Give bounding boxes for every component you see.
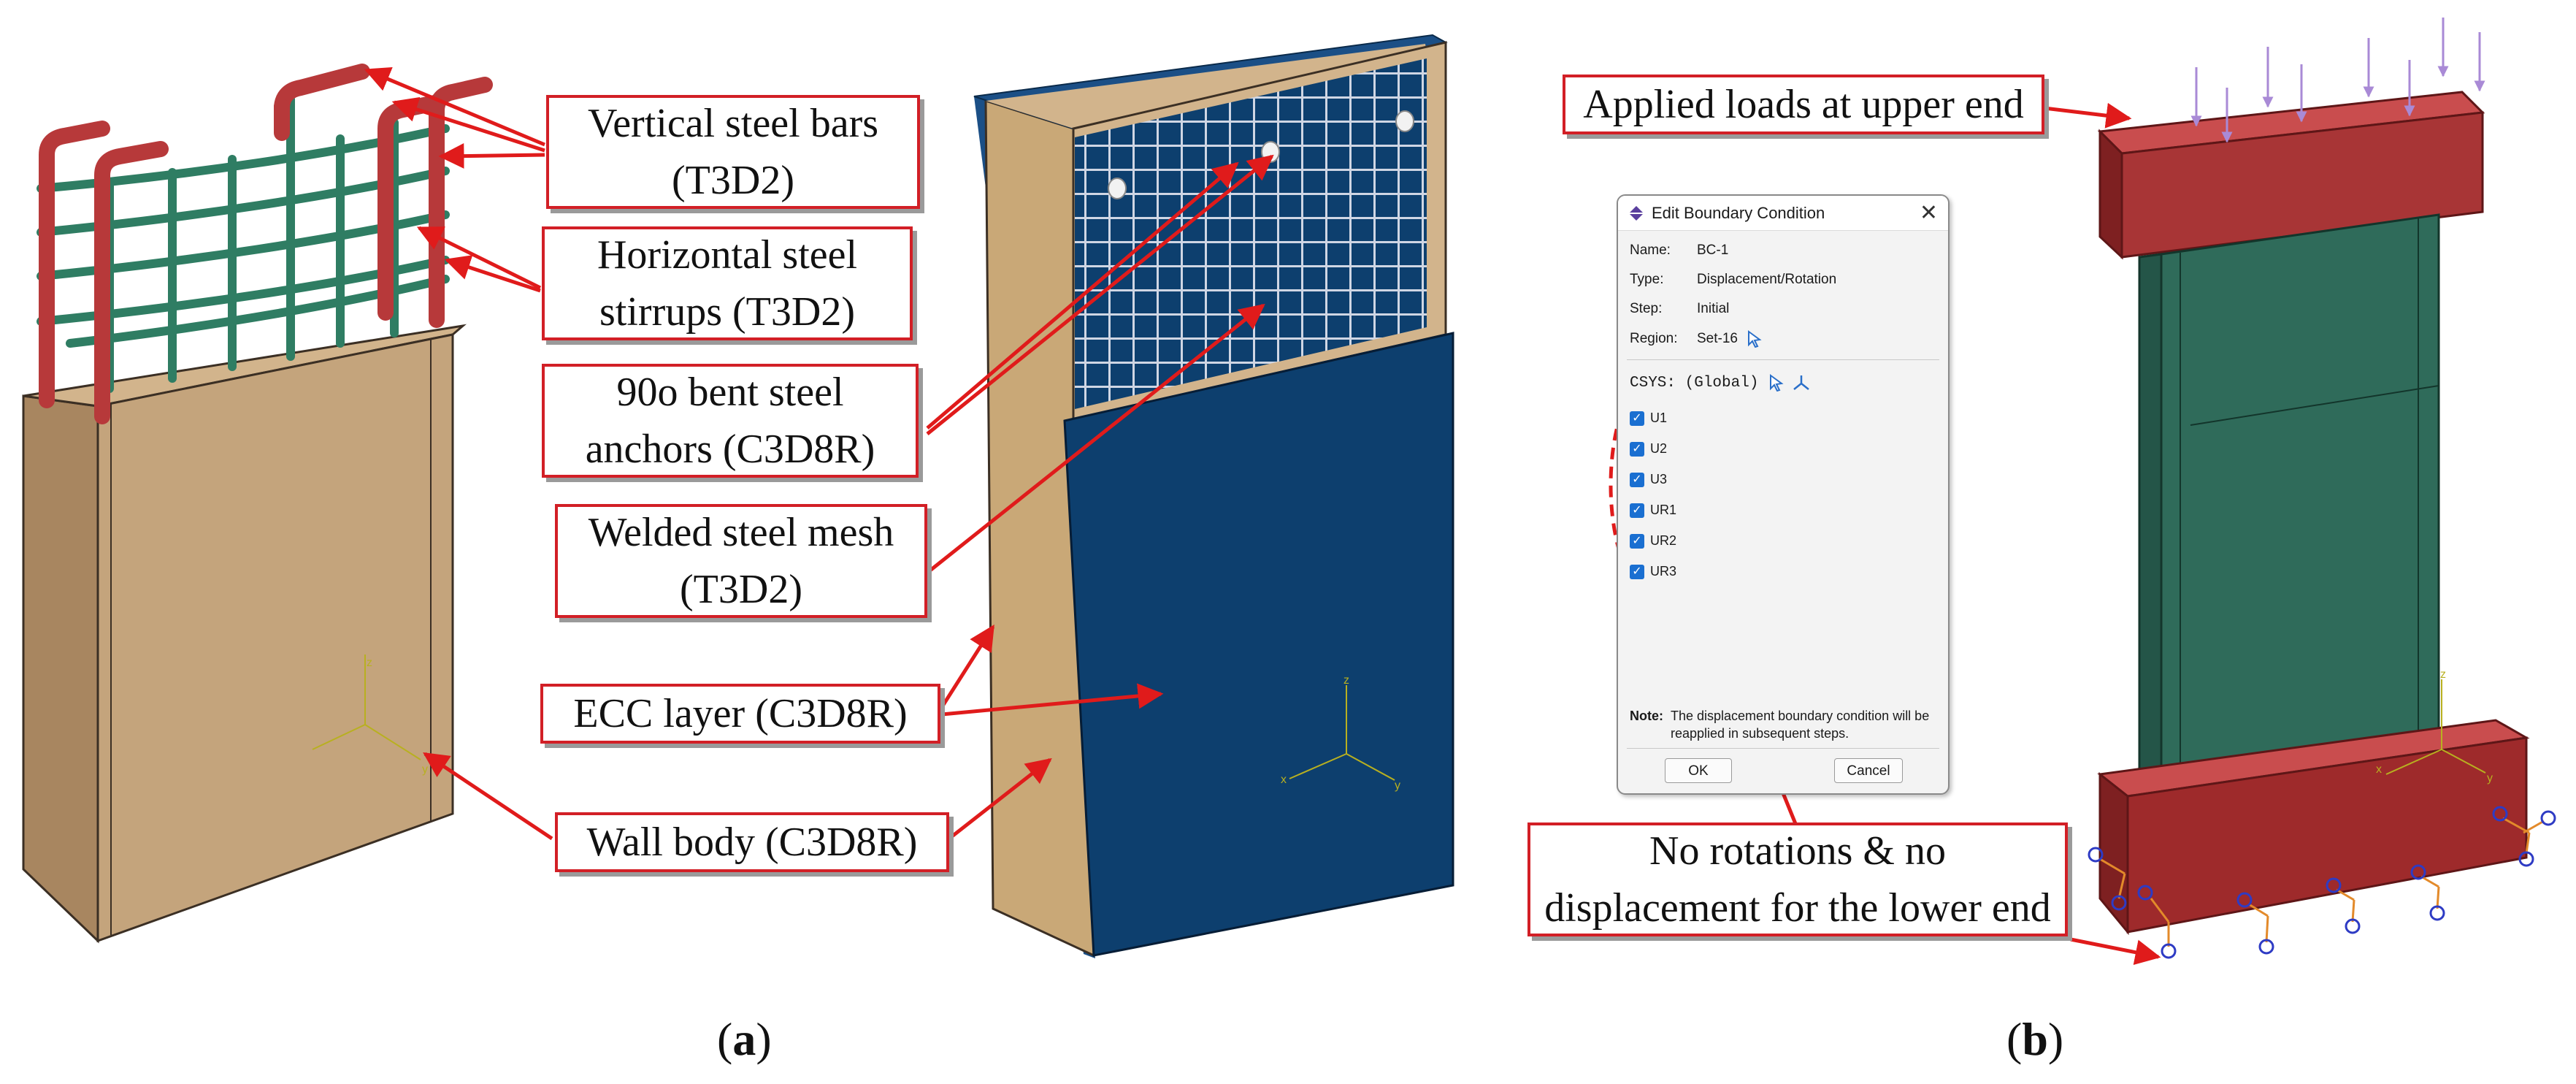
axis-y-label-right: y	[2487, 772, 2493, 785]
csys-label: CSYS: (Global)	[1630, 374, 1811, 392]
checkbox-checked-icon[interactable]: ✓	[1630, 564, 1644, 579]
field-region-value: Set-16	[1697, 331, 1738, 346]
panel-label-a: (a)	[717, 1013, 772, 1065]
dof-u3-label: U3	[1650, 472, 1668, 486]
callout-horizontal-stirrups: Horizontal steel stirrups (T3D2)	[542, 226, 913, 340]
dialog-separator	[1627, 359, 1939, 360]
field-name-value: BC-1	[1697, 243, 1729, 258]
axis-x-label-middle: x	[1281, 774, 1287, 786]
wall-body-left	[22, 324, 467, 944]
callout-bent-anchors-line2: anchors (C3D8R)	[585, 427, 875, 472]
checkbox-checked-icon[interactable]: ✓	[1630, 533, 1644, 549]
welded-steel-mesh	[1075, 58, 1427, 409]
checkbox-checked-icon[interactable]: ✓	[1630, 472, 1644, 487]
dof-u1-label: U1	[1650, 411, 1668, 425]
ok-button[interactable]: OK	[1665, 758, 1732, 783]
field-type-value: Displacement/Rotation	[1697, 272, 1837, 287]
callout-applied-loads-text: Applied loads at upper end	[1583, 82, 2024, 127]
axis-triad-middle	[1289, 685, 1395, 781]
dof-ur2-label: UR2	[1650, 533, 1677, 548]
note-text: The displacement boundary condition will…	[1671, 709, 1930, 741]
ecc-layer	[1063, 332, 1454, 957]
checkbox-checked-icon[interactable]: ✓	[1630, 503, 1644, 518]
axis-triad-right	[2385, 679, 2486, 775]
field-region-label: Region:	[1630, 331, 1678, 346]
axis-z-label-left: z	[367, 657, 372, 669]
dof-u2[interactable]: ✓ U2	[1630, 441, 1667, 457]
dof-u3[interactable]: ✓ U3	[1630, 472, 1667, 487]
field-step-label: Step:	[1630, 301, 1663, 316]
field-region: Region: Set-16	[1630, 330, 1763, 348]
callout-welded-mesh-line2: (T3D2)	[680, 567, 802, 612]
axis-x-label-right: x	[2376, 763, 2382, 776]
dof-ur2[interactable]: ✓ UR2	[1630, 533, 1676, 549]
callout-welded-mesh: Welded steel mesh (T3D2)	[555, 504, 927, 618]
csys-text: CSYS: (Global)	[1630, 374, 1759, 392]
callout-ecc-layer-text: ECC layer (C3D8R)	[573, 691, 908, 736]
load-arrows	[2190, 18, 2485, 143]
callout-wall-body-text: Wall body (C3D8R)	[586, 820, 918, 865]
dof-u2-label: U2	[1650, 441, 1668, 456]
dof-ur1-label: UR1	[1650, 503, 1677, 517]
panel-label-a-text: a	[732, 1013, 756, 1065]
dialog-title: Edit Boundary Condition	[1652, 203, 1825, 222]
field-type-label: Type:	[1630, 272, 1664, 287]
callout-bent-anchors: 90o bent steel anchors (C3D8R)	[542, 364, 919, 478]
select-csys-arrow-icon[interactable]	[1768, 374, 1785, 392]
edit-boundary-condition-dialog: Edit Boundary Condition ✕ Name: BC-1 Typ…	[1617, 194, 1950, 795]
abaqus-app-icon	[1629, 205, 1644, 221]
note-label: Note:	[1630, 709, 1663, 723]
csys-axes-icon[interactable]	[1792, 374, 1811, 392]
field-name-label: Name:	[1630, 243, 1671, 258]
axis-y-label-middle: y	[1395, 779, 1400, 792]
dof-ur1[interactable]: ✓ UR1	[1630, 503, 1676, 518]
boundary-supports	[2088, 806, 2556, 959]
callout-wall-body: Wall body (C3D8R)	[555, 812, 949, 872]
callout-no-rotations: No rotations & no displacement for the l…	[1527, 822, 2068, 936]
callout-no-rotations-line1: No rotations & no	[1649, 828, 1946, 874]
axis-z-label-right: z	[2440, 668, 2446, 681]
callout-no-rotations-line2: displacement for the lower end	[1544, 885, 2051, 931]
panel-label-b-text: b	[2022, 1013, 2048, 1065]
panel-label-b: (b)	[2006, 1013, 2064, 1065]
callout-horizontal-stirrups-line1: Horizontal steel	[597, 232, 858, 278]
field-name: Name: BC-1	[1630, 243, 1728, 259]
dof-ur3-label: UR3	[1650, 564, 1677, 579]
axis-triad-left	[312, 654, 421, 760]
field-step: Step: Initial	[1630, 301, 1729, 317]
dialog-titlebar[interactable]: Edit Boundary Condition ✕	[1618, 196, 1948, 231]
callout-vertical-steel-bars: Vertical steel bars (T3D2)	[546, 95, 920, 209]
wall-body-middle	[973, 34, 1454, 958]
dof-ur3[interactable]: ✓ UR3	[1630, 564, 1676, 579]
column-model	[2097, 91, 2530, 936]
callout-applied-loads: Applied loads at upper end	[1563, 75, 2044, 134]
callout-horizontal-stirrups-line2: stirrups (T3D2)	[599, 289, 855, 335]
field-step-value: Initial	[1697, 301, 1730, 316]
callout-vertical-steel-bars-line1: Vertical steel bars	[587, 101, 879, 146]
cancel-button[interactable]: Cancel	[1834, 758, 1903, 783]
callout-ecc-layer: ECC layer (C3D8R)	[540, 684, 940, 744]
select-region-arrow-icon[interactable]	[1747, 330, 1763, 348]
axis-y-label-left: y	[422, 763, 428, 776]
dialog-note: Note: The displacement boundary conditio…	[1630, 707, 1936, 742]
dialog-separator	[1627, 748, 1939, 749]
callout-welded-mesh-line1: Welded steel mesh	[588, 510, 894, 555]
callout-bent-anchors-line1: 90o bent steel	[616, 370, 844, 415]
checkbox-checked-icon[interactable]: ✓	[1630, 411, 1644, 426]
axis-z-label-middle: z	[1343, 674, 1349, 687]
dof-u1[interactable]: ✓ U1	[1630, 411, 1667, 426]
checkbox-checked-icon[interactable]: ✓	[1630, 441, 1644, 457]
callout-vertical-steel-bars-line2: (T3D2)	[672, 158, 794, 203]
close-icon[interactable]: ✕	[1919, 200, 1938, 225]
field-type: Type: Displacement/Rotation	[1630, 272, 1836, 288]
